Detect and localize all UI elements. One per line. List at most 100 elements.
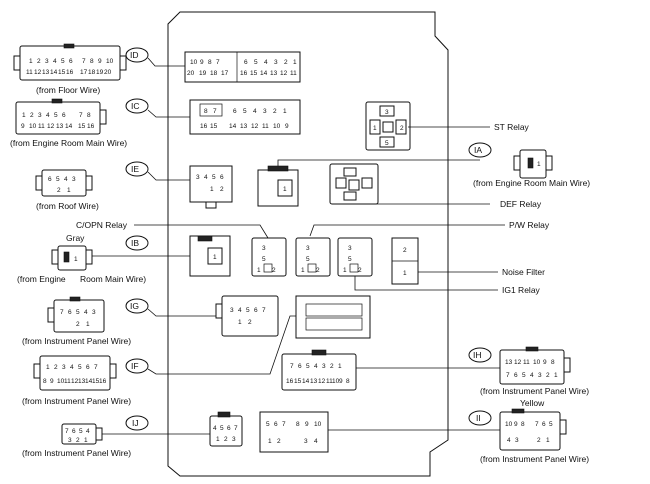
svg-text:1: 1	[537, 161, 541, 168]
svg-text:14: 14	[50, 69, 58, 76]
connector-if-source: (from Instrument Panel Wire)	[22, 396, 131, 406]
connector-ia-source: (from Engine Room Main Wire)	[473, 178, 590, 188]
svg-text:12: 12	[47, 123, 55, 130]
svg-text:2: 2	[316, 267, 320, 274]
svg-text:2: 2	[224, 436, 228, 443]
svg-text:5: 5	[212, 174, 216, 181]
svg-text:2: 2	[272, 267, 276, 274]
svg-text:10: 10	[106, 58, 114, 65]
connector-ii-plug: 10 9 8 7 6 5 4 3 2 1	[499, 408, 567, 451]
svg-text:7: 7	[213, 108, 217, 115]
svg-text:2: 2	[54, 364, 58, 371]
connector-ib-color: Gray	[66, 233, 85, 243]
svg-text:16: 16	[66, 69, 74, 76]
svg-text:4: 4	[53, 58, 57, 65]
svg-text:4: 4	[86, 428, 90, 435]
noise-filter: 2 1	[391, 237, 419, 285]
svg-text:8: 8	[43, 378, 47, 385]
svg-text:6: 6	[274, 421, 278, 428]
svg-text:12: 12	[34, 69, 42, 76]
svg-text:5: 5	[254, 59, 258, 66]
svg-text:1: 1	[46, 364, 50, 371]
svg-text:3: 3	[274, 59, 278, 66]
block-socket-ib: 1	[189, 235, 231, 277]
svg-text:3: 3	[306, 245, 310, 252]
connector-if-plug: 1 2 3 4 5 6 7 8 9 10 11 12 13 14 15 16	[33, 355, 117, 391]
svg-text:8: 8	[87, 112, 91, 119]
svg-text:7: 7	[65, 428, 69, 435]
ig1-relay-label: IG1 Relay	[502, 285, 541, 295]
svg-text:5: 5	[220, 425, 224, 432]
svg-text:5: 5	[61, 58, 65, 65]
svg-text:1: 1	[301, 267, 305, 274]
connector-ii-tag: II	[476, 413, 481, 423]
svg-text:6: 6	[542, 421, 546, 428]
svg-text:1: 1	[86, 321, 90, 328]
connector-if-tag: IF	[131, 361, 139, 371]
svg-text:1: 1	[338, 363, 342, 370]
st-relay: 3 1 2 5	[365, 101, 411, 151]
svg-text:13: 13	[42, 69, 50, 76]
svg-text:8: 8	[521, 421, 525, 428]
svg-text:4: 4	[70, 364, 74, 371]
svg-text:1: 1	[29, 58, 33, 65]
svg-text:7: 7	[262, 307, 266, 314]
svg-text:4: 4	[507, 437, 511, 444]
pw-relay-label: P/W Relay	[509, 220, 550, 230]
svg-text:18: 18	[210, 70, 218, 77]
block-socket-ig: 3 4 5 6 7 1 2	[215, 295, 279, 337]
svg-text:7: 7	[234, 425, 238, 432]
svg-text:5: 5	[262, 256, 266, 263]
svg-text:7: 7	[82, 58, 86, 65]
svg-text:8: 8	[346, 378, 350, 385]
svg-text:9: 9	[21, 123, 25, 130]
block-socket-id: 10 9 8 7 6 5 4 3 2 1 20 19 18 17 16 15 1…	[184, 51, 301, 83]
svg-text:4: 4	[204, 174, 208, 181]
connector-ij-plug: 7 6 5 4 3 2 1	[61, 423, 103, 445]
svg-text:6: 6	[69, 58, 73, 65]
svg-text:3: 3	[230, 307, 234, 314]
svg-text:20: 20	[104, 69, 112, 76]
svg-text:11: 11	[290, 70, 297, 77]
svg-text:6: 6	[514, 372, 518, 379]
connector-ie-tag: IE	[131, 164, 139, 174]
svg-text:9: 9	[514, 421, 518, 428]
svg-text:13: 13	[56, 123, 64, 130]
svg-text:3: 3	[515, 437, 519, 444]
block-socket-ia: 1	[257, 165, 299, 207]
svg-text:7: 7	[94, 364, 98, 371]
svg-text:2: 2	[248, 319, 252, 326]
svg-text:7: 7	[216, 59, 220, 66]
connector-id-tag: ID	[130, 50, 139, 60]
pw-relay: 3 5 1 2	[295, 237, 331, 277]
svg-text:2: 2	[330, 363, 334, 370]
svg-text:8: 8	[208, 59, 212, 66]
connector-ia-tag: IA	[474, 145, 482, 155]
svg-text:13: 13	[270, 70, 278, 77]
svg-text:10: 10	[57, 378, 65, 385]
svg-text:14: 14	[65, 123, 73, 130]
svg-text:2: 2	[76, 321, 80, 328]
svg-text:1: 1	[343, 267, 347, 274]
svg-text:3: 3	[263, 108, 267, 115]
svg-text:2: 2	[358, 267, 362, 274]
svg-text:9: 9	[305, 421, 309, 428]
svg-text:10: 10	[29, 123, 37, 130]
svg-text:10: 10	[332, 378, 340, 385]
svg-text:5: 5	[54, 112, 58, 119]
svg-text:1: 1	[554, 372, 558, 379]
svg-text:9: 9	[50, 378, 54, 385]
svg-text:1: 1	[403, 270, 407, 277]
svg-text:5: 5	[56, 176, 60, 183]
svg-text:15: 15	[250, 70, 258, 77]
svg-text:12: 12	[251, 123, 259, 130]
svg-text:9: 9	[285, 123, 289, 130]
svg-text:7: 7	[506, 372, 510, 379]
connector-id-source: (from Floor Wire)	[36, 85, 100, 95]
connector-ie-source: (from Roof Wire)	[36, 201, 99, 211]
svg-text:13: 13	[240, 123, 248, 130]
svg-text:7: 7	[282, 421, 286, 428]
svg-text:15: 15	[294, 378, 302, 385]
connector-ib-tag: IB	[131, 238, 139, 248]
